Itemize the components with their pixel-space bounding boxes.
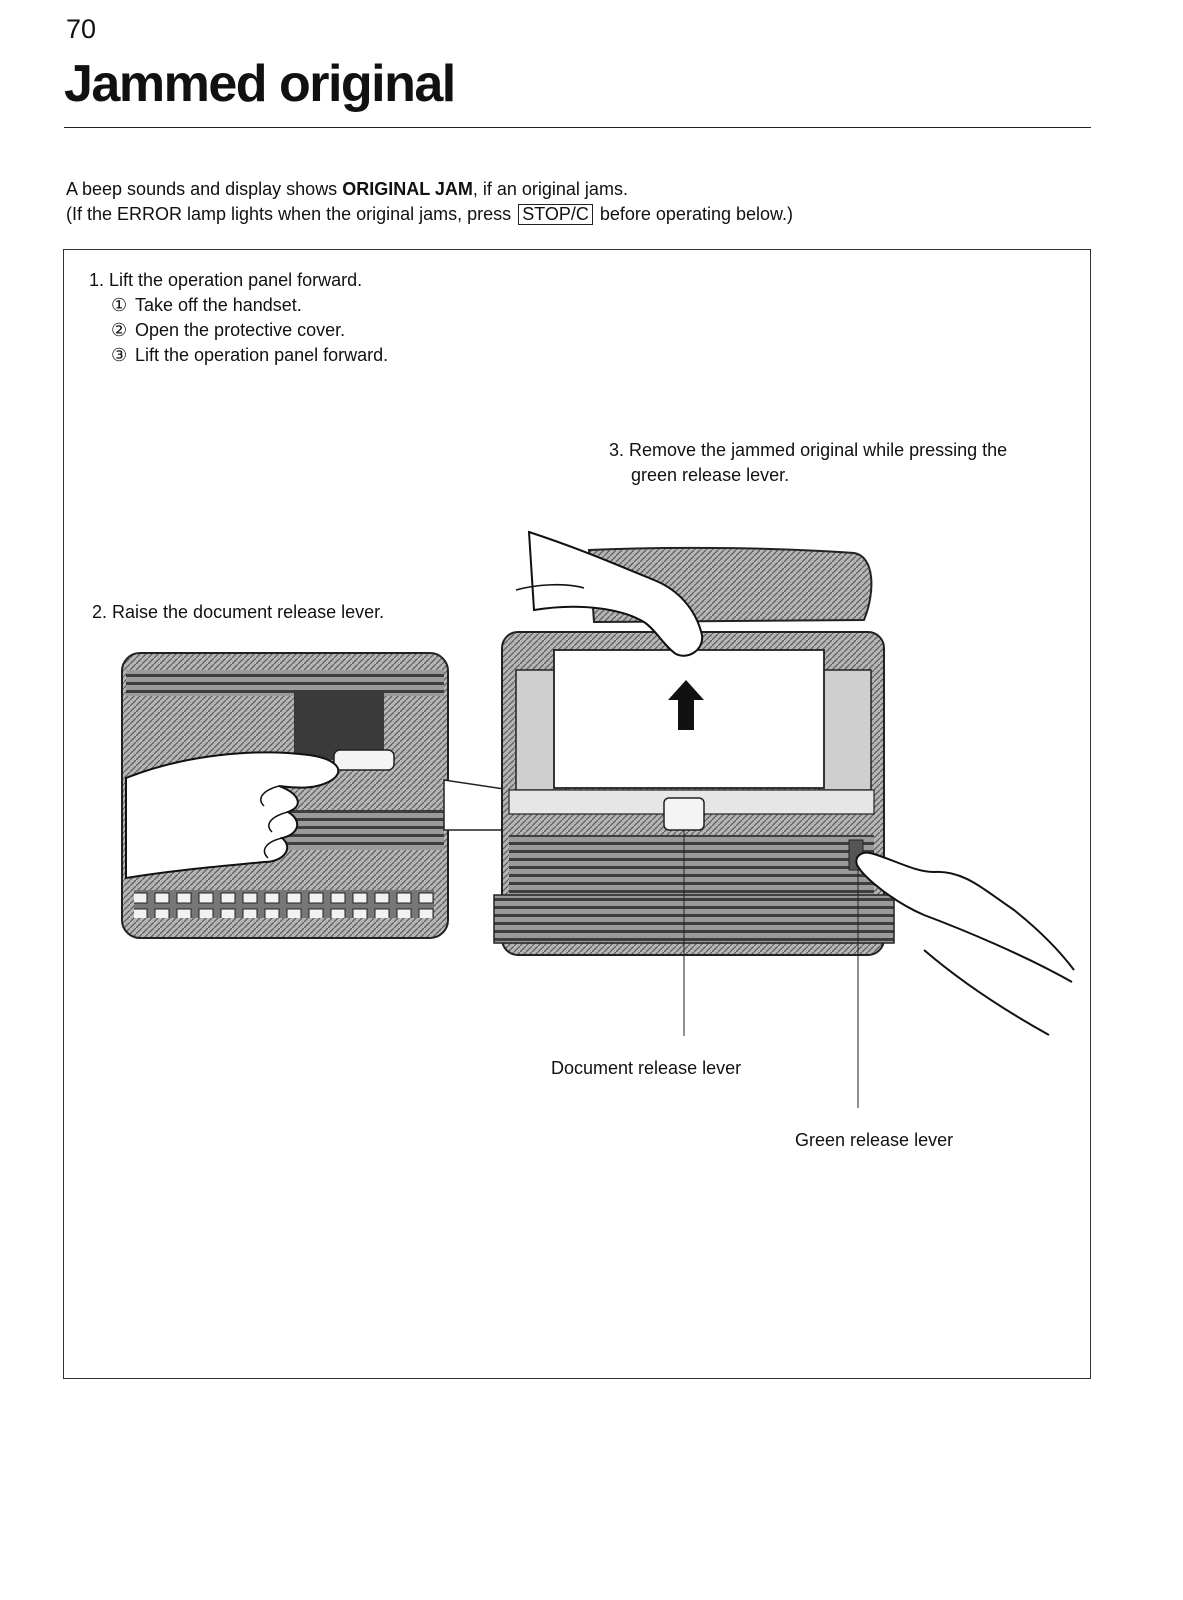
step-1: 1. Lift the operation panel forward. ① Ta…	[89, 268, 388, 368]
intro-line-1: A beep sounds and display shows ORIGINAL…	[66, 177, 1086, 202]
step-3-line-1: 3. Remove the jammed original while pres…	[609, 440, 1008, 460]
callout-green-release-lever: Green release lever	[795, 1130, 954, 1150]
step-1-substep-3: ③ Lift the operation panel forward.	[89, 343, 388, 368]
step-3-line-2: green release lever.	[631, 465, 790, 485]
step-1-substep-1: ① Take off the handset.	[89, 293, 388, 318]
page-number: 70	[66, 14, 97, 44]
document-release-lever-shape	[663, 797, 705, 831]
hand-icon	[125, 751, 340, 880]
substep-text: Lift the operation panel forward.	[135, 345, 389, 365]
substep-marker: ③	[111, 345, 128, 365]
steps-box: 1. Lift the operation panel forward. ① Ta…	[63, 249, 1091, 1379]
title-divider	[64, 127, 1091, 128]
intro-line-1-post: , if an original jams.	[472, 179, 628, 199]
substep-text: Open the protective cover.	[135, 320, 346, 340]
substep-marker: ①	[111, 295, 128, 315]
intro-line-2-post: before operating below.)	[594, 204, 794, 224]
jammed-paper	[553, 649, 825, 789]
display-message: ORIGINAL JAM	[342, 179, 473, 199]
substep-marker: ②	[111, 320, 128, 340]
step-1-substep-2: ② Open the protective cover.	[89, 318, 388, 343]
callout-document-release-lever: Document release lever	[551, 1058, 742, 1078]
step-3: 3. Remove the jammed original while pres…	[609, 438, 1079, 488]
substep-text: Take off the handset.	[135, 295, 302, 315]
hand-icon	[855, 851, 1075, 1036]
intro-text: A beep sounds and display shows ORIGINAL…	[66, 177, 1086, 227]
fax-illustration	[121, 530, 1075, 1108]
step-1-label: 1. Lift the operation panel forward.	[89, 270, 363, 290]
stop-key-label: STOP/C	[518, 204, 593, 225]
step-2-label: 2. Raise the document release lever.	[92, 602, 385, 622]
hand-icon	[515, 530, 704, 657]
up-arrow-icon	[668, 680, 704, 730]
intro-line-2: (If the ERROR lamp lights when the origi…	[66, 202, 1086, 227]
intro-line-2-pre: (If the ERROR lamp lights when the origi…	[66, 204, 517, 224]
intro-line-1-pre: A beep sounds and display shows	[66, 179, 343, 199]
inset-closeup	[121, 652, 449, 939]
page-title: Jammed original	[64, 55, 456, 113]
